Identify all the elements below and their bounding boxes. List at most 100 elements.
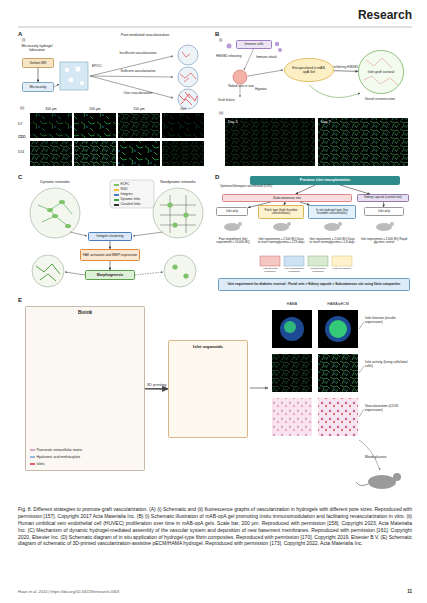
label-text: 150 μm (118, 107, 160, 111)
immune-cell (227, 44, 232, 49)
legend-row: RGD (114, 188, 128, 192)
promotion-image (284, 256, 304, 266)
node-text: Islet only (378, 210, 390, 214)
legend-swatch (114, 204, 119, 207)
label-text: Sufficient vascularization (108, 70, 168, 74)
pore (69, 78, 74, 83)
vessel-circle (178, 89, 198, 109)
fluorescence-grid (30, 113, 204, 166)
histology (272, 398, 312, 436)
vessel-circle (178, 45, 198, 65)
micrograph (272, 354, 312, 392)
node-text: Bioink (78, 310, 92, 316)
node-text: Islet requirement for diabetes reversal … (228, 283, 401, 287)
mouse (368, 475, 396, 489)
mouse (390, 222, 394, 226)
label-text: HAMA (272, 302, 312, 306)
immune-cell (278, 48, 282, 52)
node-text: Encapsulated in mAB-opA Gel (290, 66, 328, 74)
connector (300, 202, 310, 205)
label-text: (ii) (219, 111, 231, 116)
promotion-image (332, 256, 352, 266)
label-text: Insufficient vascularization (108, 52, 168, 56)
label-text: Gel (162, 107, 204, 111)
process-box: Morphogenesis (85, 270, 135, 280)
label-text: Islet requirement = 2,500 IEQ Days to re… (257, 238, 305, 245)
legend-row: Hyaluronic acid methacrylate (30, 455, 80, 459)
legend-row: Pancreatic extracellular matrix (30, 448, 82, 452)
label-text: Research (300, 8, 412, 22)
legend-text: Integrins (121, 193, 133, 197)
label-text: Pore-mediated vascularization (105, 33, 185, 37)
mouse (224, 223, 240, 231)
mouse (238, 222, 242, 226)
label-text: Over vascularization (108, 92, 168, 96)
legend-row: Dynamic links (114, 198, 140, 202)
dynamic-link (38, 202, 72, 226)
promotion-image (308, 256, 328, 266)
legend-text: Covalent links (121, 203, 141, 207)
label-text: (i) (22, 38, 32, 43)
stain (284, 321, 296, 333)
label-text: Microcavity hydrogel fabrication (20, 44, 54, 52)
cell (52, 214, 58, 218)
label-text: Immune attack (256, 56, 286, 60)
arrow (135, 272, 163, 275)
micrograph (30, 113, 72, 138)
label-text: Optimized fibrinogen concentration (0.6%… (216, 185, 276, 188)
immune-cell (275, 42, 279, 46)
node-text: Immune cells (245, 43, 264, 47)
micrograph (225, 118, 315, 166)
micrograph (162, 113, 204, 138)
micrograph (118, 113, 160, 138)
node-text: Islet graft survival (368, 70, 394, 74)
label-text: Blood glucose (365, 455, 411, 459)
legend-text: Hyaluronic acid methacrylate (37, 455, 81, 459)
label-text: D14 (18, 150, 30, 154)
legend-swatch (114, 184, 119, 187)
label-text: Anti-inflammation promotion (282, 267, 306, 273)
micrograph (74, 141, 116, 166)
micrograph (162, 141, 204, 166)
vessel (180, 73, 196, 82)
ellipse-node: Encapsulated in mAB-opA Gel (284, 58, 334, 82)
micrograph (162, 141, 204, 166)
ellipse-shape (284, 58, 333, 81)
connector (110, 261, 111, 270)
arrow (250, 388, 268, 389)
micrograph (318, 118, 408, 166)
micrograph (318, 310, 358, 348)
label-text: (i) (219, 38, 229, 43)
label-text: (ii) (20, 106, 30, 111)
label-text: D (215, 174, 225, 181)
label-text: B (215, 31, 225, 38)
node-text: Subcutaneous site (273, 196, 301, 200)
network-circle (30, 188, 80, 238)
hydrogel-block (60, 62, 88, 90)
process-box: Kidney capsule (control site) (357, 194, 409, 202)
node-text: Integrin clustering (97, 234, 124, 238)
histology (318, 398, 358, 436)
vessel (182, 52, 190, 57)
histology (272, 398, 312, 436)
label-text: HAMA/pECM (318, 302, 358, 306)
arrow (90, 76, 173, 98)
node-text: Previous islet transplantation (300, 178, 350, 182)
legend-row: ECFC (114, 183, 129, 187)
micrograph (30, 141, 72, 166)
cell (65, 224, 71, 228)
micrograph (118, 141, 160, 166)
micrograph (30, 141, 72, 166)
node-text: Patch type (high thrombin concentration) (260, 209, 302, 216)
label-text: Huan et al. 2024 | https://doi.org/10.34… (18, 590, 318, 595)
legend-text: Pancreatic extracellular matrix (37, 448, 82, 452)
label-text: 300 μm (30, 107, 72, 111)
connector (110, 241, 111, 249)
label-text: Islet requirement = 2,000 IEQ Rapid glyc… (360, 238, 408, 245)
micrograph (272, 310, 312, 348)
legend-row: Integrins (114, 193, 133, 197)
cell (183, 273, 188, 278)
label-text: Hypoxia (255, 88, 279, 92)
